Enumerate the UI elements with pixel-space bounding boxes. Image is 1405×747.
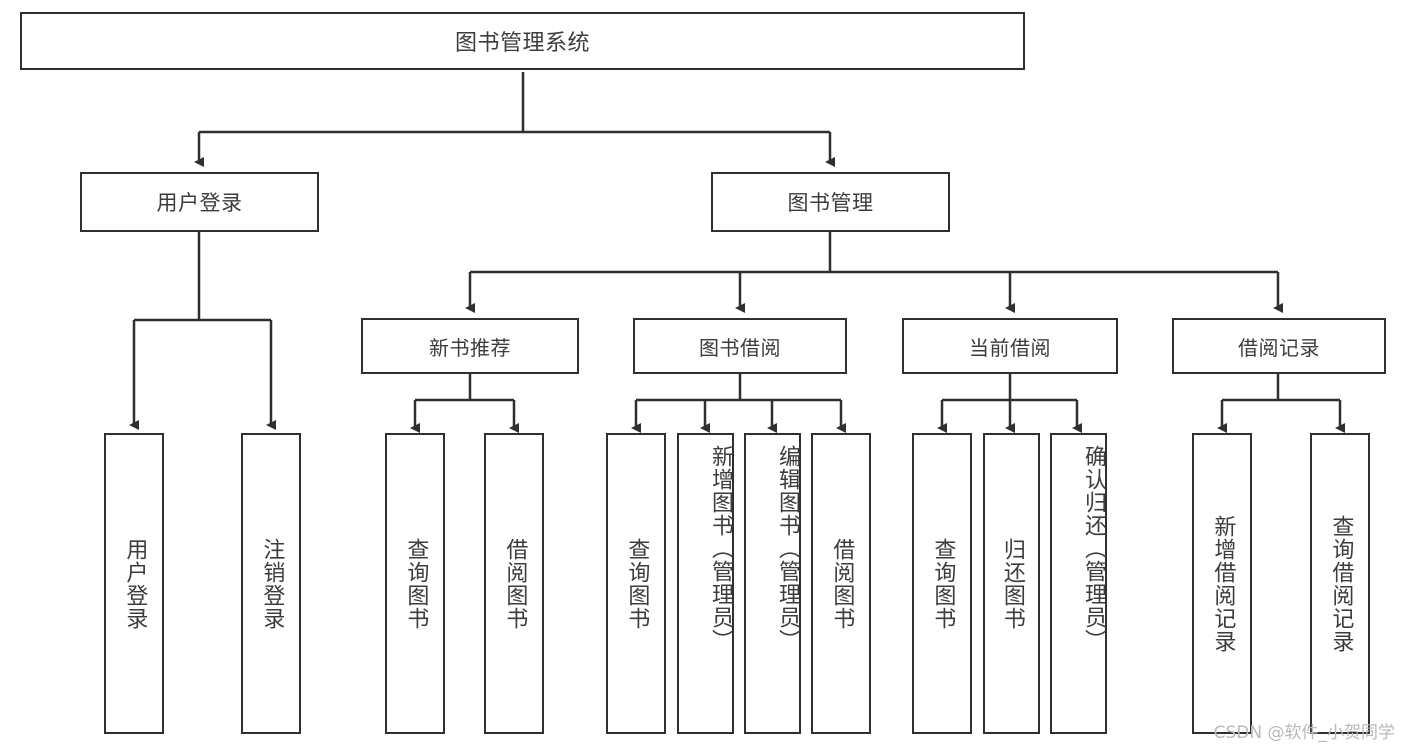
node-label: 新增借阅记录	[1210, 514, 1236, 653]
leaf-confirm-return-admin[interactable]: 确认归还（管理员）	[1050, 433, 1107, 734]
leaf-query-borrow-record[interactable]: 查询借阅记录	[1310, 433, 1370, 734]
node-label: 编辑图书（管理员）	[775, 445, 800, 652]
node-label: 借阅图书	[829, 537, 855, 630]
node-label: 查询图书	[930, 537, 956, 630]
leaf-borrow-book[interactable]: 借阅图书	[811, 433, 871, 734]
leaf-edit-book-admin[interactable]: 编辑图书（管理员）	[744, 433, 801, 734]
leaf-add-book-admin[interactable]: 新增图书（管理员）	[677, 433, 734, 734]
node-borrow-records[interactable]: 借阅记录	[1172, 318, 1386, 374]
leaf-add-borrow-record[interactable]: 新增借阅记录	[1192, 433, 1252, 734]
node-label: 用户登录	[156, 191, 243, 215]
node-label: 图书借阅	[699, 335, 781, 360]
node-label: 查询图书	[624, 537, 650, 630]
node-label: 新增图书（管理员）	[708, 445, 733, 652]
node-label: 当前借阅	[969, 335, 1051, 360]
node-label: 注销登录	[259, 537, 285, 630]
node-book-management[interactable]: 图书管理	[711, 172, 950, 232]
node-label: 查询图书	[403, 537, 429, 630]
node-label: 查询借阅记录	[1328, 514, 1354, 653]
node-new-book-recommend[interactable]: 新书推荐	[361, 318, 579, 374]
node-label: 用户登录	[122, 537, 148, 630]
leaf-return-book[interactable]: 归还图书	[983, 433, 1040, 734]
node-label: 借阅记录	[1238, 335, 1320, 360]
leaf-logout[interactable]: 注销登录	[241, 433, 301, 734]
node-root-system[interactable]: 图书管理系统	[20, 12, 1025, 70]
leaf-query-book-borrow[interactable]: 查询图书	[606, 433, 666, 734]
watermark-text: CSDN @软件_小贺同学	[1213, 723, 1395, 743]
node-label: 借阅图书	[502, 537, 528, 630]
node-book-borrow[interactable]: 图书借阅	[633, 318, 847, 374]
node-label: 图书管理系统	[454, 31, 590, 56]
leaf-user-login[interactable]: 用户登录	[104, 433, 164, 734]
leaf-query-book-recommend[interactable]: 查询图书	[385, 433, 445, 734]
node-label: 归还图书	[999, 537, 1025, 630]
node-label: 确认归还（管理员）	[1081, 445, 1106, 652]
node-label: 图书管理	[787, 191, 874, 215]
leaf-borrow-book-recommend[interactable]: 借阅图书	[484, 433, 544, 734]
node-current-borrow[interactable]: 当前借阅	[902, 318, 1118, 374]
node-label: 新书推荐	[429, 335, 511, 360]
leaf-query-book-current[interactable]: 查询图书	[912, 433, 972, 734]
node-user-login[interactable]: 用户登录	[80, 172, 319, 232]
